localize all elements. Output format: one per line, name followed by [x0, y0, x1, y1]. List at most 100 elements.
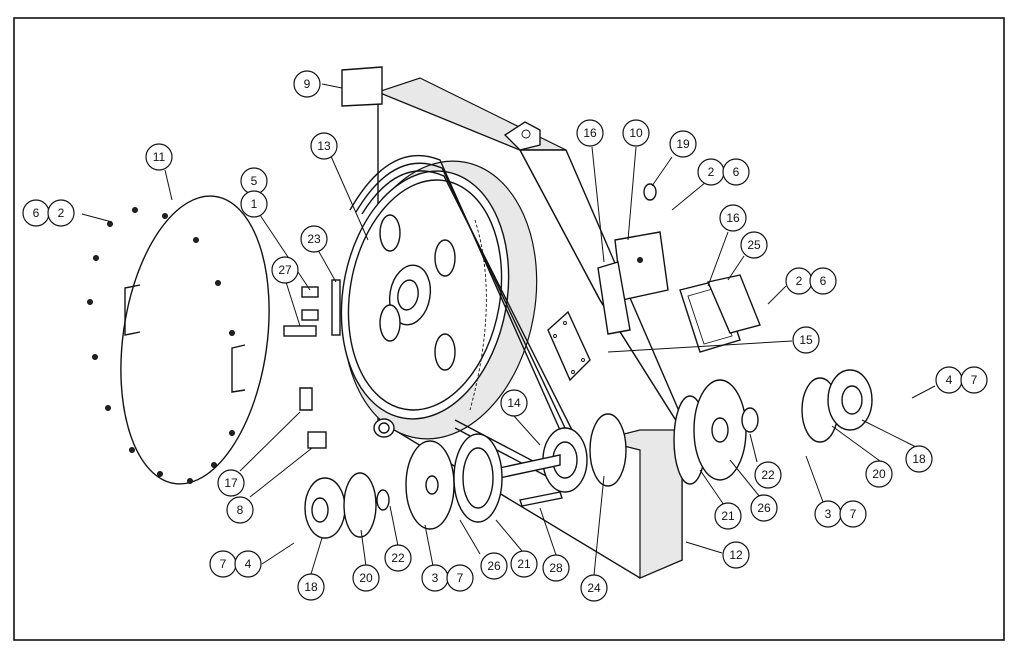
- svg-text:8: 8: [237, 503, 244, 517]
- callout-5: 5: [240, 167, 268, 195]
- svg-text:3: 3: [432, 571, 439, 585]
- svg-text:15: 15: [799, 333, 813, 347]
- callout-26-right: 26: [750, 494, 778, 522]
- svg-text:6: 6: [33, 206, 40, 220]
- callout-2-top-right: 2: [697, 158, 725, 186]
- cover-plate: [120, 195, 270, 485]
- callout-7-right-lower: 7: [839, 500, 867, 528]
- svg-text:14: 14: [507, 396, 521, 410]
- callout-17: 17: [217, 469, 245, 497]
- svg-text:4: 4: [946, 373, 953, 387]
- callout-27: 27: [271, 256, 299, 284]
- svg-text:27: 27: [278, 263, 292, 277]
- callout-4-left: 4: [234, 550, 262, 578]
- callout-13: 13: [310, 132, 338, 160]
- svg-text:17: 17: [224, 476, 238, 490]
- svg-text:3: 3: [825, 507, 832, 521]
- leader-lines: [81, 83, 936, 576]
- svg-text:2: 2: [58, 206, 65, 220]
- callout-2-right: 2: [785, 267, 813, 295]
- callout-2-left: 2: [47, 199, 75, 227]
- svg-text:11: 11: [153, 150, 166, 164]
- svg-text:7: 7: [850, 507, 857, 521]
- svg-text:10: 10: [629, 126, 643, 140]
- callout-8: 8: [226, 496, 254, 524]
- left-bearing-assembly: [304, 413, 627, 539]
- callout-18-left: 18: [297, 573, 325, 601]
- callout-23: 23: [300, 225, 328, 253]
- callout-28: 28: [542, 554, 570, 582]
- svg-text:13: 13: [317, 139, 331, 153]
- large-sheave: [340, 154, 573, 479]
- svg-text:7: 7: [971, 373, 978, 387]
- callout-20-left: 20: [352, 564, 380, 592]
- svg-text:2: 2: [796, 274, 803, 288]
- callout-7-left-lower: 7: [446, 564, 474, 592]
- svg-text:2: 2: [708, 165, 715, 179]
- svg-text:7: 7: [457, 571, 464, 585]
- callout-9: 9: [293, 70, 321, 98]
- callout-24: 24: [580, 574, 608, 602]
- svg-text:7: 7: [220, 557, 227, 571]
- callout-12: 12: [722, 541, 750, 569]
- callout-6-top-right: 6: [722, 158, 750, 186]
- svg-text:20: 20: [872, 467, 886, 481]
- callout-16-right: 16: [719, 204, 747, 232]
- callout-21-left: 21: [510, 550, 538, 578]
- svg-text:24: 24: [587, 581, 601, 595]
- callout-6-right: 6: [809, 267, 837, 295]
- svg-text:12: 12: [729, 548, 743, 562]
- svg-text:9: 9: [304, 77, 311, 91]
- callout-16-top: 16: [576, 119, 604, 147]
- callout-22-right: 22: [754, 461, 782, 489]
- svg-text:18: 18: [912, 452, 926, 466]
- svg-text:21: 21: [721, 509, 735, 523]
- svg-text:16: 16: [726, 211, 740, 225]
- svg-text:22: 22: [391, 551, 405, 565]
- callout-3-right: 3: [814, 500, 842, 528]
- svg-text:1: 1: [251, 197, 258, 211]
- callout-15: 15: [792, 326, 820, 354]
- inspection-plates: [597, 183, 761, 353]
- svg-text:4: 4: [245, 557, 252, 571]
- callout-11: 11: [145, 143, 173, 171]
- cover-bolts: [87, 207, 235, 484]
- svg-text:16: 16: [583, 126, 597, 140]
- svg-text:26: 26: [487, 559, 501, 573]
- svg-text:20: 20: [359, 571, 373, 585]
- right-bearing-assembly: [673, 369, 873, 485]
- callout-26-left: 26: [480, 552, 508, 580]
- callout-14: 14: [500, 389, 528, 417]
- svg-text:18: 18: [304, 580, 318, 594]
- svg-text:21: 21: [517, 557, 531, 571]
- svg-text:6: 6: [733, 165, 740, 179]
- small-sheave-shaft: [489, 427, 588, 493]
- callout-7-right: 7: [960, 366, 988, 394]
- callout-6-left: 6: [22, 199, 50, 227]
- callout-20-right: 20: [865, 460, 893, 488]
- svg-text:26: 26: [757, 501, 771, 515]
- shaft-key: [519, 491, 563, 507]
- svg-text:25: 25: [747, 238, 761, 252]
- callout-4-right: 4: [935, 366, 963, 394]
- svg-text:23: 23: [307, 232, 321, 246]
- drawing-border: [13, 17, 1005, 641]
- svg-text:28: 28: [549, 561, 563, 575]
- tensioner-parts: [283, 279, 395, 449]
- callout-7-left: 7: [209, 550, 237, 578]
- callout-1: 1: [240, 190, 268, 218]
- callout-22-left: 22: [384, 544, 412, 572]
- label-plate: [341, 66, 383, 107]
- callout-3-left: 3: [421, 564, 449, 592]
- svg-text:22: 22: [761, 468, 775, 482]
- callout-10: 10: [622, 119, 650, 147]
- callout-19: 19: [669, 130, 697, 158]
- callout-21-right: 21: [714, 502, 742, 530]
- callout-18-right: 18: [905, 445, 933, 473]
- svg-text:19: 19: [676, 137, 690, 151]
- callout-25: 25: [740, 231, 768, 259]
- svg-text:5: 5: [251, 174, 258, 188]
- svg-text:6: 6: [820, 274, 827, 288]
